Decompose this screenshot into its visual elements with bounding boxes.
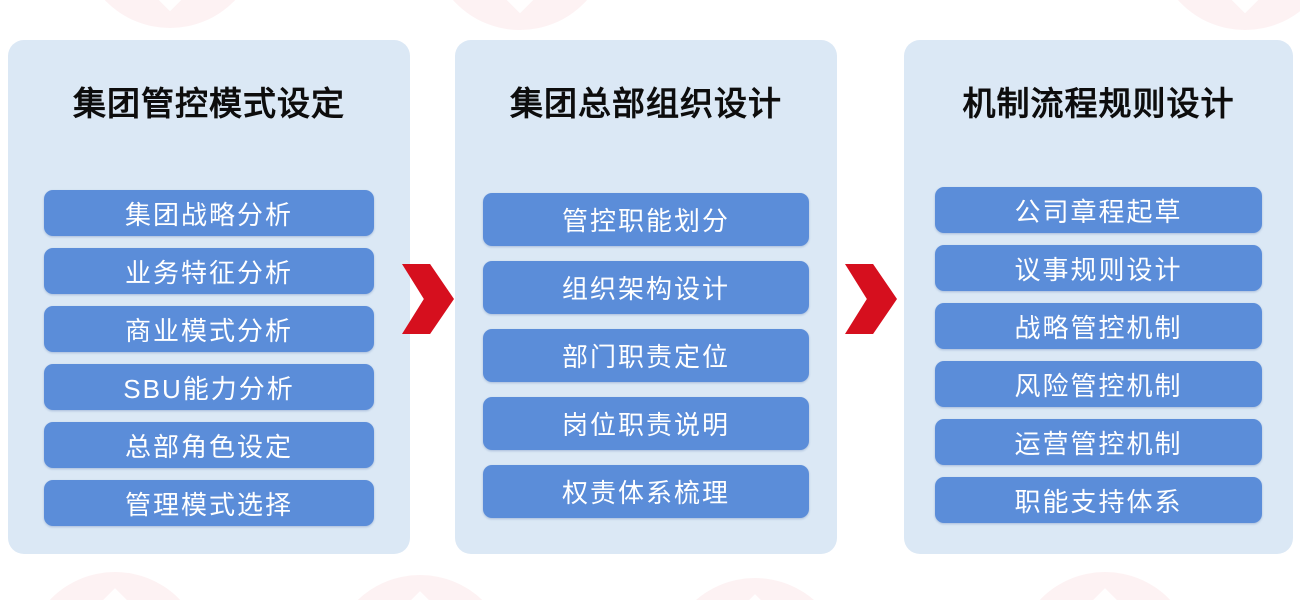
panel-title: 集团总部组织设计 [510, 85, 782, 122]
step-list: 管控职能划分组织架构设计部门职责定位岗位职责说明权责体系梳理 [455, 193, 837, 518]
step-item: 管理模式选择 [44, 480, 374, 526]
step-item: 风险管控机制 [935, 361, 1262, 407]
panel-title: 集团管控模式设定 [73, 85, 345, 122]
step-item: 公司章程起草 [935, 187, 1262, 233]
step-item: 总部角色设定 [44, 422, 374, 468]
watermark-logo-icon [330, 575, 510, 600]
step-item: 战略管控机制 [935, 303, 1262, 349]
panel-mechanism-process-rules: 机制流程规则设计 公司章程起草议事规则设计战略管控机制风险管控机制运营管控机制职… [904, 40, 1293, 554]
step-item: 职能支持体系 [935, 477, 1262, 523]
step-item: 权责体系梳理 [483, 465, 809, 518]
step-item: 运营管控机制 [935, 419, 1262, 465]
step-item: SBU能力分析 [44, 364, 374, 410]
step-item: 议事规则设计 [935, 245, 1262, 291]
watermark-logo-icon [25, 572, 205, 600]
arrow-right-icon [845, 264, 897, 334]
watermark-logo-icon [80, 0, 260, 28]
panel-group-control-model: 集团管控模式设定 集团战略分析业务特征分析商业模式分析 SBU能力分析总部角色设定… [8, 40, 410, 554]
step-item: 商业模式分析 [44, 306, 374, 352]
step-item: 管控职能划分 [483, 193, 809, 246]
watermark-logo-icon [1015, 572, 1195, 600]
step-list: 集团战略分析业务特征分析商业模式分析 SBU能力分析总部角色设定管理模式选择 [8, 190, 410, 526]
step-item: 岗位职责说明 [483, 397, 809, 450]
panel-title: 机制流程规则设计 [962, 85, 1235, 122]
step-item: 业务特征分析 [44, 248, 374, 294]
watermark-logo-icon [665, 578, 845, 600]
step-list: 公司章程起草议事规则设计战略管控机制风险管控机制运营管控机制职能支持体系 [904, 187, 1293, 523]
step-item: 部门职责定位 [483, 329, 809, 382]
step-item: 组织架构设计 [483, 261, 809, 314]
panel-headquarters-org-design: 集团总部组织设计 管控职能划分组织架构设计部门职责定位岗位职责说明权责体系梳理 [455, 40, 837, 554]
watermark-logo-icon [1155, 0, 1300, 30]
step-item: 集团战略分析 [44, 190, 374, 236]
watermark-logo-icon [430, 0, 610, 30]
